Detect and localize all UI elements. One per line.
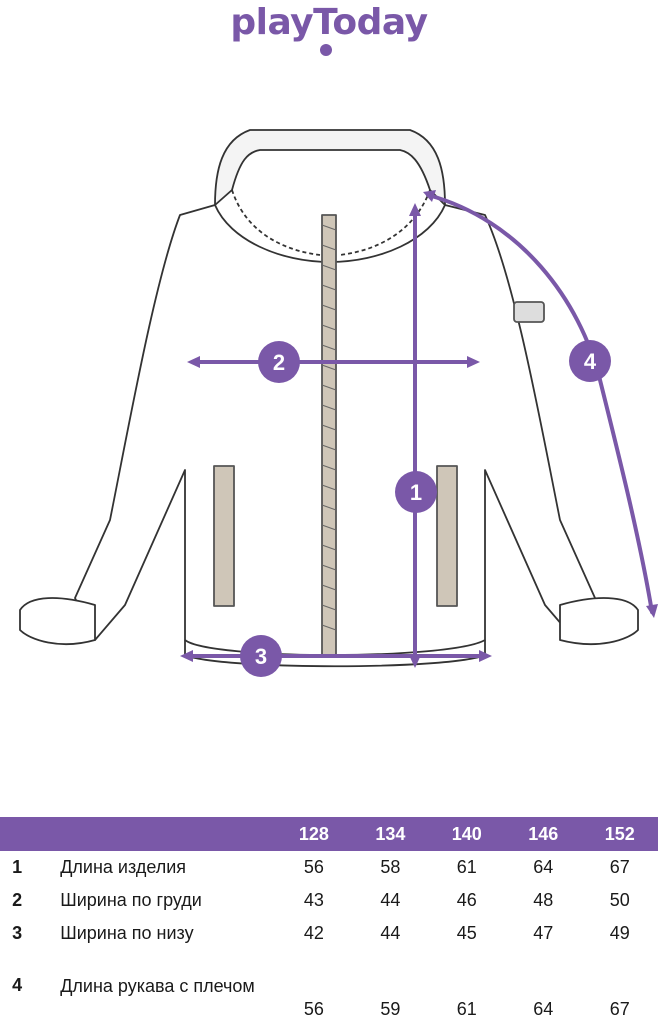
size-column-128: 128 — [298, 823, 329, 844]
row-label: Ширина по груди — [60, 890, 202, 910]
marker-2: 2 — [258, 341, 300, 383]
size-column-140: 140 — [451, 823, 482, 844]
marker-1: 1 — [395, 471, 437, 513]
row-value: 61 — [456, 857, 477, 877]
size-table-header: 128 134 140 146 152 — [0, 817, 658, 851]
row-value: 67 — [609, 999, 630, 1019]
row-label: Длина рукава с плечом — [60, 976, 255, 996]
jacket-hood — [214, 129, 446, 206]
row-value: 64 — [533, 857, 554, 877]
measurement-arrowheads — [180, 190, 658, 668]
right-pocket-zipper — [436, 465, 458, 607]
row-number: 2 — [12, 890, 23, 910]
marker-4: 4 — [569, 340, 611, 382]
row-number: 3 — [12, 923, 23, 943]
svg-text:3: 3 — [255, 644, 267, 669]
row-value: 46 — [456, 890, 477, 910]
row-value: 44 — [380, 923, 401, 943]
row-number: 1 — [12, 857, 23, 877]
row-value: 67 — [609, 857, 630, 877]
svg-text:1: 1 — [410, 480, 422, 505]
jacket-sketch — [19, 129, 639, 668]
row-value: 61 — [456, 999, 477, 1019]
size-column-146: 146 — [528, 823, 559, 844]
right-cuff — [559, 597, 639, 646]
header-label-cell — [34, 817, 275, 851]
row-label: Длина изделия — [60, 857, 187, 877]
row-value: 59 — [380, 999, 401, 1019]
row-value: 49 — [609, 923, 630, 943]
table-row: 4 Длина рукава с плечом 56 59 61 64 67 — [0, 950, 658, 1022]
table-row: 1 Длина изделия 56 58 61 64 67 — [0, 851, 658, 884]
brand-logo-dot — [320, 44, 332, 56]
measure-line-sleeve — [426, 193, 654, 614]
row-number: 4 — [12, 974, 23, 995]
size-column-152: 152 — [604, 823, 635, 844]
header-num-cell — [0, 817, 34, 851]
svg-text:2: 2 — [273, 350, 285, 375]
table-row: 2 Ширина по груди 43 44 46 48 50 — [0, 884, 658, 917]
row-value: 48 — [533, 890, 554, 910]
row-label: Ширина по низу — [60, 923, 194, 943]
svg-text:4: 4 — [584, 349, 597, 374]
row-value: 58 — [380, 857, 401, 877]
row-value: 64 — [533, 999, 554, 1019]
row-value: 56 — [303, 999, 324, 1019]
left-cuff — [19, 597, 96, 646]
row-value: 47 — [533, 923, 554, 943]
jacket-measurement-diagram: 1 2 3 4 — [19, 129, 658, 677]
row-value: 50 — [609, 890, 630, 910]
row-value: 56 — [303, 857, 324, 877]
size-table: 128 134 140 146 152 1 Длина изделия 56 5… — [0, 817, 658, 1022]
table-row: 3 Ширина по низу 42 44 45 47 49 — [0, 917, 658, 950]
row-value: 43 — [303, 890, 324, 910]
row-value: 42 — [303, 923, 324, 943]
brand-logo: playToday — [230, 2, 428, 43]
size-column-134: 134 — [375, 823, 406, 844]
row-value: 45 — [456, 923, 477, 943]
row-value: 44 — [380, 890, 401, 910]
measurement-lines — [184, 193, 654, 664]
sleeve-badge — [513, 301, 545, 323]
left-pocket-zipper — [213, 465, 235, 607]
marker-3: 3 — [240, 635, 282, 677]
